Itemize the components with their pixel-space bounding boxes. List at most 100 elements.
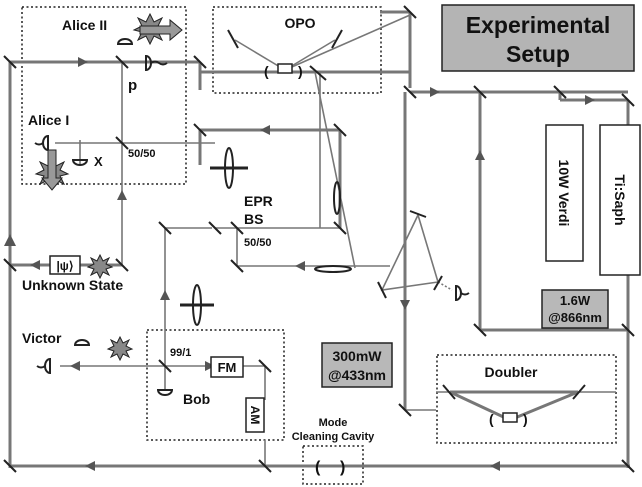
mirror-21 (621, 323, 635, 337)
opo-output-mirror (309, 65, 327, 81)
detector-bob (156, 389, 174, 396)
power-ir-line-2: @866nm (548, 310, 602, 325)
mirror-26 (621, 93, 635, 107)
arrow-alice2 (139, 18, 183, 42)
arrow-left-bottom-2 (490, 461, 500, 471)
ring-mirror-1 (409, 210, 427, 218)
svg-text:): ) (298, 63, 303, 79)
mirror-4 (403, 85, 417, 99)
arrow-up-alice (117, 190, 127, 200)
svg-text:): ) (523, 411, 528, 427)
detector-alice2 (116, 38, 134, 45)
alice1-label: Alice I (28, 112, 69, 128)
mode-label-2: Cleaning Cavity (292, 431, 375, 443)
title-line-2: Setup (506, 41, 570, 67)
arrow-left-130 (260, 125, 270, 135)
mirrors (3, 5, 635, 473)
power-blue-line-2: @433nm (328, 367, 386, 383)
beam-paths (8, 10, 630, 468)
title-line-1: Experimental (466, 12, 610, 38)
arrow-up-480 (475, 150, 485, 160)
mirror-14 (230, 221, 244, 235)
detector-ring (455, 284, 470, 302)
arrow-up-bob (160, 290, 170, 300)
mirror-1 (3, 55, 17, 69)
mirror-7 (115, 136, 129, 150)
arrow-up-left (4, 234, 16, 246)
svg-text:): ) (340, 459, 345, 476)
mirror-9 (3, 258, 17, 272)
fm-label: FM (218, 360, 237, 375)
opo-label: OPO (284, 15, 315, 31)
mode-label-1: Mode (319, 417, 348, 429)
opo-mirror-left (227, 29, 239, 49)
mirror-13 (333, 221, 347, 235)
power-blue-box: 300mW @433nm (321, 342, 393, 388)
bs-bob-label: 99/1 (170, 347, 191, 359)
arrow-right-92 (430, 87, 440, 97)
mirror-5 (193, 123, 207, 137)
doubler-box (436, 354, 617, 444)
p-label: p (128, 77, 137, 94)
verdi-box: 10W Verdi (545, 124, 584, 262)
doubler-mirror-right (572, 384, 586, 400)
mirror-3 (403, 5, 417, 19)
opo-box (212, 6, 382, 94)
arrow-alice1 (40, 149, 64, 191)
lens-epr (333, 181, 341, 215)
title-box: Experimental Setup (441, 4, 635, 72)
victor-label: Victor (22, 330, 62, 346)
bob-box (146, 329, 285, 441)
bob-label: Bob (183, 391, 210, 407)
mirror-19 (258, 459, 272, 473)
tisaph-box: Ti:Saph (599, 124, 641, 276)
tisaph-label: Ti:Saph (612, 174, 628, 225)
mirror-6 (333, 123, 347, 137)
opo-crystal: ( ) (264, 63, 303, 79)
doubler-label: Doubler (485, 364, 538, 380)
detector-p (145, 54, 168, 72)
psi-label: |ψ⟩ (56, 259, 73, 273)
detector-victor-top (73, 339, 91, 346)
fm-box: FM (210, 356, 244, 378)
arrow-right-100 (585, 95, 595, 105)
mirror-23 (473, 85, 487, 99)
doubler-mirror-left (442, 384, 456, 400)
power-ir-line-1: 1.6W (560, 293, 591, 308)
mirror-20 (621, 459, 635, 473)
arrow-right-victor (205, 361, 215, 371)
mirror-18 (3, 459, 17, 473)
power-blue-line-1: 300mW (332, 348, 382, 364)
epr-label-2: BS (244, 211, 263, 227)
x-label: X (94, 154, 103, 169)
detector-x (71, 159, 89, 166)
am-box: AM (245, 397, 265, 433)
doubler-crystal: ( ) (489, 411, 528, 427)
detector-alice1 (34, 134, 49, 152)
alice2-label: Alice II (62, 17, 107, 33)
svg-text:(: ( (489, 411, 494, 427)
epr-label-1: EPR (244, 193, 273, 209)
unknown-state-label: Unknown State (22, 277, 123, 293)
burst-victor (106, 335, 134, 362)
am-label: AM (248, 406, 262, 425)
detector-victor (36, 357, 51, 375)
mode-cleaning-lens: ( ) (315, 459, 345, 476)
power-ir-box: 1.6W @866nm (541, 289, 609, 329)
mirror-8 (115, 55, 129, 69)
mirror-25 (553, 85, 567, 99)
arrow-right-top (78, 57, 88, 67)
mirror-22 (473, 323, 487, 337)
mirror-15 (230, 259, 244, 273)
arrow-left-psi (30, 260, 40, 270)
bs-epr-label: 50/50 (244, 237, 272, 249)
psi-box: |ψ⟩ (49, 255, 81, 275)
alice-box (21, 6, 187, 185)
bs-main-label: 50/50 (128, 148, 156, 160)
svg-text:(: ( (315, 459, 321, 476)
lens-bottom (314, 265, 352, 273)
arrow-left-epr (295, 261, 305, 271)
arrow-left-victor (70, 361, 80, 371)
ring-mirror-2 (377, 281, 387, 299)
